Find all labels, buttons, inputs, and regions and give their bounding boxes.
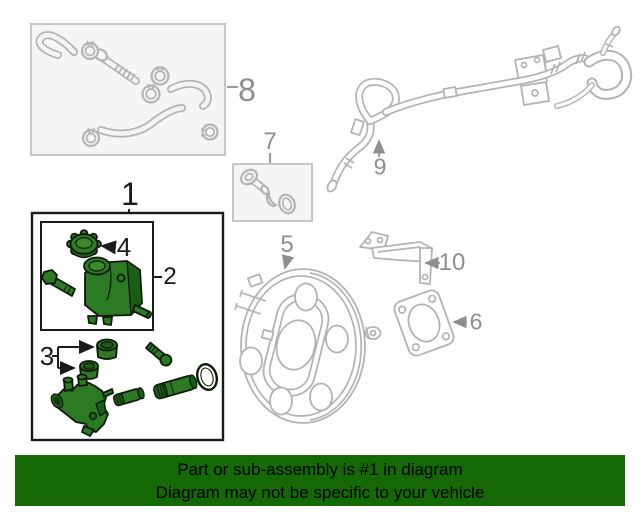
reservoir-drawing xyxy=(83,256,152,326)
hose-clamp-icon xyxy=(80,40,219,148)
callout-8[interactable]: 8 xyxy=(238,72,256,108)
piston-small-drawing xyxy=(113,387,145,407)
callout-2[interactable]: 2 xyxy=(163,263,177,290)
part-box-7 xyxy=(232,163,313,222)
gasket-drawing xyxy=(393,289,455,357)
grommets-drawing xyxy=(79,338,118,380)
reservoir-cap-drawing xyxy=(66,229,102,259)
callout-connectors xyxy=(52,86,467,375)
callout-5[interactable]: 5 xyxy=(280,231,294,258)
o-ring-drawing xyxy=(195,363,219,391)
cylinder-bolt-drawing xyxy=(145,341,173,367)
callout-4[interactable]: 4 xyxy=(116,232,132,262)
hose-kit-drawing xyxy=(35,31,219,148)
callout-10[interactable]: 10 xyxy=(438,249,466,276)
banner-line-2: Diagram may not be specific to your vehi… xyxy=(155,483,485,502)
callout-1[interactable]: 1 xyxy=(121,176,139,212)
diagram-note-banner: Part or sub-assembly is #1 in diagram Di… xyxy=(15,455,625,506)
vacuum-tube-drawing xyxy=(326,25,633,193)
reservoir-bolt-drawing xyxy=(41,269,76,297)
callout-7[interactable]: 7 xyxy=(263,128,277,155)
booster-drawing xyxy=(234,268,382,424)
bracket-drawing xyxy=(359,231,433,285)
banner-line-1: Part or sub-assembly is #1 in diagram xyxy=(177,460,463,479)
callout-9[interactable]: 9 xyxy=(373,153,387,180)
fitting-kit-drawing xyxy=(240,168,296,215)
callout-6[interactable]: 6 xyxy=(469,308,483,335)
master-cylinder-drawing xyxy=(50,373,114,437)
callout-3[interactable]: 3 xyxy=(39,341,55,371)
piston-large-drawing xyxy=(153,374,198,400)
